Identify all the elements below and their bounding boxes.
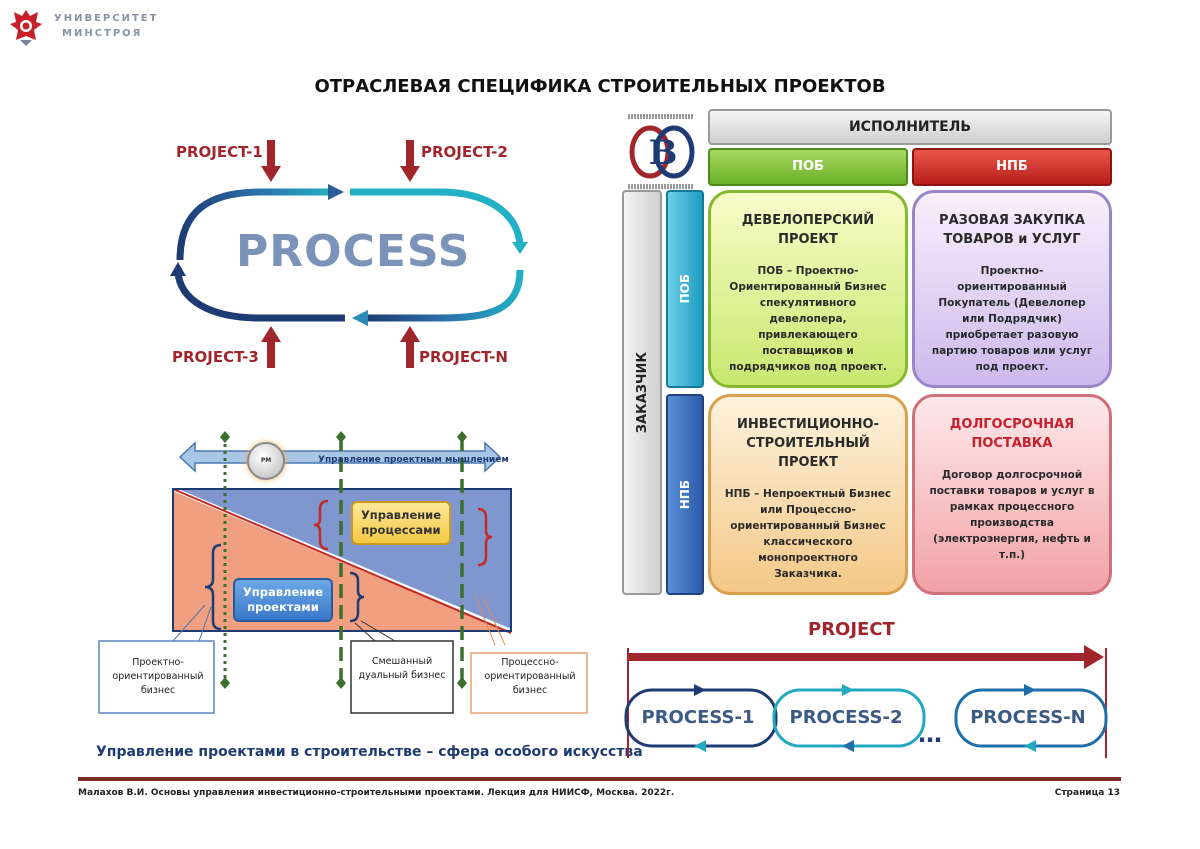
- process-ellipsis: …: [918, 720, 942, 748]
- cell-investment-text: НПБ – Непроектный Бизнес или Процессно-о…: [724, 488, 892, 580]
- footer-divider: [78, 777, 1121, 781]
- project-management-label: Управление проектами: [242, 585, 324, 614]
- cell-long-term-supply: ДОЛГОСРОЧНАЯ ПОСТАВКА Договор долгосрочн…: [912, 394, 1112, 595]
- process-n-pill: PROCESS-N: [970, 707, 1086, 728]
- process-cycle-diagram: [170, 140, 528, 368]
- process-2-pill: PROCESS-2: [789, 707, 903, 728]
- project-business-box: Проектно-ориентированный бизнес: [108, 656, 208, 698]
- process-management-badge: Управление процессами: [351, 501, 451, 545]
- mixed-business-box: Смешанный дуальный бизнес: [358, 655, 446, 683]
- school-logo: B: [628, 114, 700, 190]
- project-management-badge: Управление проектами: [233, 578, 333, 622]
- process-management-label: Управление процессами: [360, 508, 442, 537]
- pm-badge: PM: [247, 442, 285, 480]
- cell-purchase-text: Проектно-ориентированный Покупатель (Дев…: [931, 265, 1093, 373]
- eagle-emblem-icon: [10, 10, 42, 46]
- row-npb-header: НПБ: [666, 394, 704, 595]
- customer-header: ЗАКАЗЧИК: [622, 190, 662, 595]
- executor-header: ИСПОЛНИТЕЛЬ: [708, 109, 1112, 145]
- column-npb-header: НПБ: [912, 148, 1112, 186]
- cell-investment-project: ИНВЕСТИЦИОННО-СТРОИТЕЛЬНЫЙ ПРОЕКТ НПБ – …: [708, 394, 908, 595]
- process-center-label: PROCESS: [236, 226, 471, 277]
- cell-developer-text: ПОБ – Проектно-Ориентированный Бизнес сп…: [729, 265, 887, 373]
- cell-supply-text: Договор долгосрочной поставки товаров и …: [929, 469, 1095, 561]
- project-1-label: PROJECT-1: [176, 143, 263, 161]
- row-pob-label: ПОБ: [678, 274, 692, 304]
- project-timeline-arrow: [624, 645, 1108, 758]
- page-number: Страница 13: [1054, 788, 1120, 798]
- process-1-pill: PROCESS-1: [641, 707, 755, 728]
- project-timeline-label: PROJECT: [808, 619, 895, 640]
- column-npb-label: НПБ: [996, 159, 1028, 174]
- caption: Управление проектами в строительстве – с…: [96, 744, 643, 760]
- logo-line1: УНИВЕРСИТЕТ: [54, 13, 159, 24]
- footer-citation: Малахов В.И. Основы управления инвестици…: [78, 788, 675, 798]
- project-n-arrow: [400, 326, 420, 368]
- executor-label: ИСПОЛНИТЕЛЬ: [848, 119, 972, 135]
- customer-label: ЗАКАЗЧИК: [634, 351, 650, 434]
- vb-monogram-icon: B: [629, 125, 695, 179]
- university-logo: УНИВЕРСИТЕТ МИНСТРОЯ: [6, 6, 156, 50]
- cell-investment-title: ИНВЕСТИЦИОННО-СТРОИТЕЛЬНЫЙ ПРОЕКТ: [736, 417, 880, 470]
- cell-supply-title: ДОЛГОСРОЧНАЯ ПОСТАВКА: [949, 417, 1075, 451]
- cell-one-time-purchase: РАЗОВАЯ ЗАКУПКА ТОВАРОВ и УСЛУГ Проектно…: [912, 190, 1112, 388]
- column-pob-header: ПОБ: [708, 148, 908, 186]
- pm-badge-label: PM: [260, 457, 272, 464]
- project-1-arrow: [261, 140, 281, 182]
- project-3-label: PROJECT-3: [172, 348, 259, 366]
- row-pob-header: ПОБ: [666, 190, 704, 388]
- cell-developer-project: ДЕВЕЛОПЕРСКИЙ ПРОЕКТ ПОБ – Проектно-Орие…: [708, 190, 908, 388]
- page-title: ОТРАСЛЕВАЯ СПЕЦИФИКА СТРОИТЕЛЬНЫХ ПРОЕКТ…: [314, 76, 886, 97]
- process-business-box: Процессно-ориентированный бизнес: [478, 656, 582, 698]
- row-npb-label: НПБ: [678, 479, 692, 510]
- project-2-arrow: [400, 140, 420, 182]
- project-n-label: PROJECT-N: [419, 348, 508, 366]
- column-pob-label: ПОБ: [792, 159, 824, 174]
- project-thinking-bar-label: Управление проектным мышлением: [318, 455, 509, 465]
- project-3-arrow: [261, 326, 281, 368]
- svg-text:B: B: [649, 133, 678, 173]
- project-2-label: PROJECT-2: [421, 143, 508, 161]
- cell-developer-title: ДЕВЕЛОПЕРСКИЙ ПРОЕКТ: [741, 213, 875, 247]
- cell-purchase-title: РАЗОВАЯ ЗАКУПКА ТОВАРОВ и УСЛУГ: [939, 213, 1085, 247]
- logo-line2: МИНСТРОЯ: [62, 28, 143, 39]
